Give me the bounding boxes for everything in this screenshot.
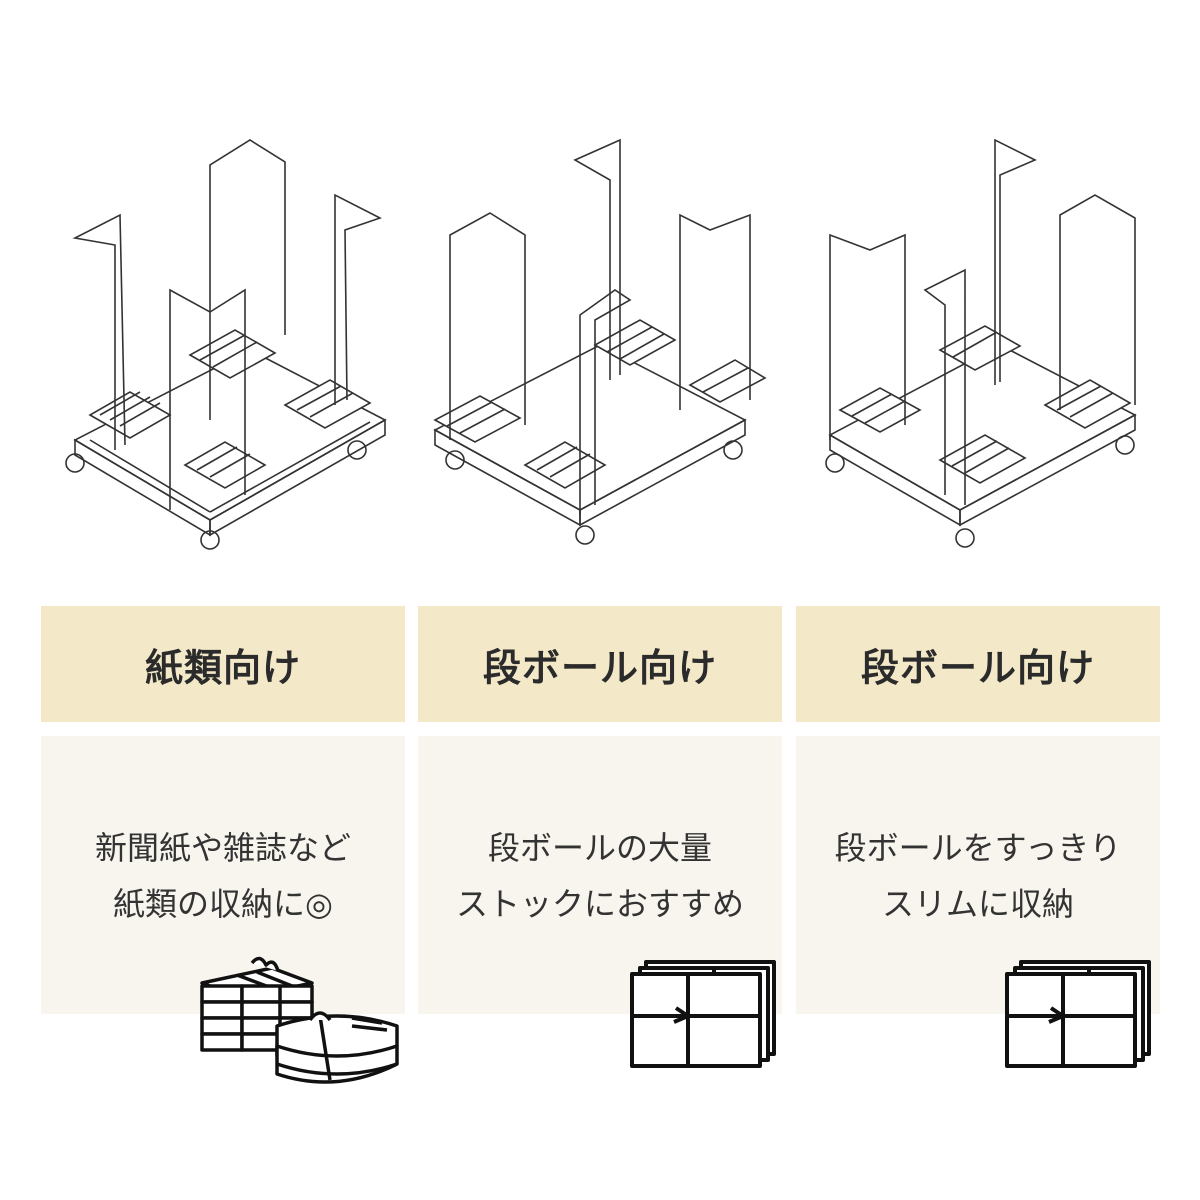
column-description-cardboard-large: 段ボールの大量 ストックにおすすめ [418, 820, 782, 932]
description-line: 段ボールの大量 [487, 829, 712, 867]
column-heading-paper: 紙類向け [41, 606, 405, 722]
description-line: ストックにおすすめ [455, 885, 744, 923]
cart-illustration-cardboard-large [415, 120, 785, 560]
description-line: スリムに収納 [881, 885, 1074, 923]
cart-illustration-cardboard-slim [795, 120, 1165, 560]
column-body-paper [41, 736, 405, 1014]
cardboard-bundle-icon [1003, 958, 1153, 1070]
column-description-cardboard-slim: 段ボールをすっきり スリムに収納 [796, 820, 1160, 932]
newspaper-bundles-icon [192, 948, 406, 1088]
description-line: 段ボールをすっきり [834, 829, 1122, 867]
description-line: 新聞紙や雑誌など [94, 829, 351, 867]
cart-illustration-paper [35, 120, 405, 560]
column-heading-cardboard-slim: 段ボール向け [796, 606, 1160, 722]
cardboard-bundle-icon [628, 958, 778, 1070]
column-description-paper: 新聞紙や雑誌など 紙類の収納に◎ [41, 820, 405, 932]
description-line: 紙類の収納に◎ [113, 885, 333, 923]
column-heading-cardboard-large: 段ボール向け [418, 606, 782, 722]
